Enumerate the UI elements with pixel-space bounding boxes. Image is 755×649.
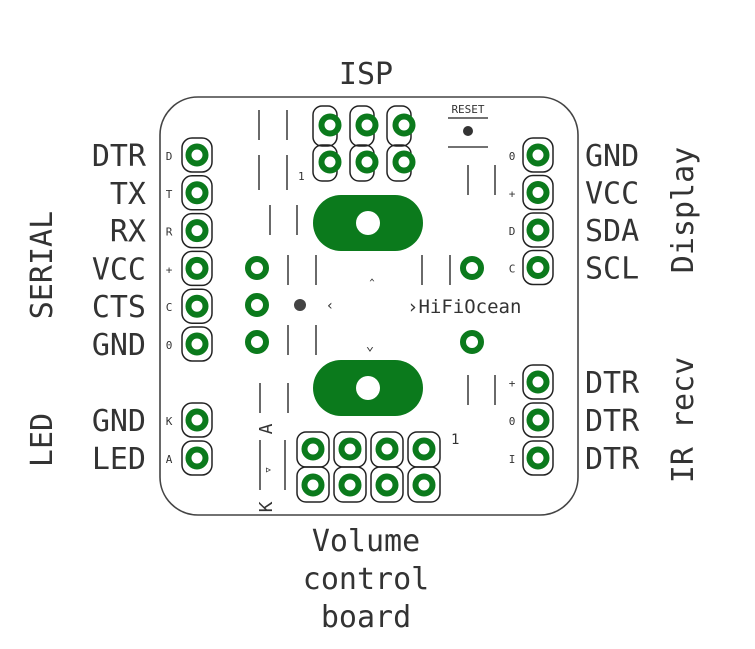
encoder-pad (245, 330, 269, 354)
encoder-left-mark: ‹ (326, 298, 334, 314)
serial-mark: D (166, 150, 173, 163)
display-label: SCL (585, 252, 639, 287)
led-mark: A (166, 453, 173, 466)
encoder-pad (245, 293, 269, 317)
led-label: GND (92, 404, 146, 439)
display-label: SDA (585, 214, 639, 249)
display-pin: 0 GND (509, 137, 639, 174)
passive-components (258, 110, 496, 413)
serial-pad (185, 332, 209, 356)
ir-pad (526, 370, 550, 394)
ir-pad (526, 446, 550, 470)
serial-pin: + VCC (92, 250, 213, 287)
isp-pin1-mark: 1 (298, 170, 305, 183)
serial-pin: D DTR (92, 137, 213, 174)
ir-pin: I DTR (509, 440, 640, 477)
isp-header (312, 105, 416, 182)
encoder-pad (460, 256, 484, 280)
display-pin: D SDA (509, 212, 639, 249)
serial-mark: 0 (166, 339, 173, 352)
display-group-label: Display (666, 147, 701, 273)
led-diode-symbol: ▿ (261, 466, 276, 474)
serial-mark: C (166, 301, 173, 314)
display-pad (526, 256, 550, 279)
led-polarity: A ▿ K (256, 423, 286, 512)
caption-line-1: Volume (312, 524, 420, 559)
display-pin: C SCL (509, 249, 639, 287)
serial-label: GND (92, 328, 146, 363)
ir-label: DTR (585, 404, 640, 439)
display-label: VCC (585, 177, 639, 212)
display-mark: C (509, 263, 516, 276)
brand-label: ›HiFiOcean (407, 296, 521, 318)
volume-pin1-mark: 1 (451, 432, 459, 448)
serial-mark: + (166, 263, 173, 276)
serial-pad (185, 256, 209, 280)
encoder-up-mark: ‸ (370, 266, 375, 282)
volume-header (296, 431, 441, 503)
encoder-pad (460, 330, 484, 354)
serial-label: VCC (92, 252, 146, 287)
ir-group-label: IR recv (666, 357, 701, 483)
display-mark: 0 (509, 150, 516, 163)
display-pad (526, 218, 550, 242)
led-pin: K GND (92, 402, 213, 439)
caption-line-2: control (303, 562, 429, 597)
ir-pad (526, 408, 550, 432)
ir-pin: 0 DTR (509, 402, 640, 439)
reset-button[interactable] (463, 126, 473, 136)
ir-mark: 0 (509, 415, 516, 428)
led-pad (185, 446, 209, 470)
serial-label: DTR (92, 139, 147, 174)
board-outline (159, 96, 579, 516)
led-label: LED (92, 442, 146, 477)
serial-group-label: SERIAL (25, 211, 60, 319)
serial-pad (185, 181, 209, 205)
led-mark: K (166, 415, 173, 428)
serial-pin: R RX (110, 212, 213, 250)
serial-label: TX (110, 177, 146, 212)
display-mark: + (509, 188, 516, 201)
led-pin: A LED (92, 440, 213, 477)
caption-line-3: board (321, 600, 411, 635)
display-label: GND (585, 139, 639, 174)
reset-label: RESET (451, 103, 484, 116)
serial-pin: 0 GND (92, 326, 213, 363)
isp-title: ISP (339, 57, 393, 92)
display-pad (526, 143, 550, 167)
serial-pad (185, 219, 209, 243)
ir-mark: + (509, 377, 516, 390)
serial-label: RX (110, 215, 146, 250)
ir-pin: + DTR (509, 364, 640, 401)
serial-mark: R (166, 226, 173, 239)
encoder-pad (245, 256, 269, 280)
ir-label: DTR (585, 442, 640, 477)
display-pin: + VCC (509, 174, 639, 212)
encoder-down-mark: ⌄ (366, 338, 374, 354)
ir-label: DTR (585, 366, 640, 401)
serial-pad (185, 143, 209, 167)
ir-mark: I (509, 453, 516, 466)
serial-mark: T (166, 188, 173, 201)
led-group-label: LED (25, 413, 60, 467)
serial-pin: T TX (110, 175, 213, 212)
serial-pin: C CTS (92, 288, 213, 325)
serial-pad (185, 294, 209, 318)
led-pad (185, 408, 209, 432)
serial-label: CTS (92, 290, 146, 325)
display-mark: D (509, 225, 516, 238)
led-anode-mark: A (256, 423, 277, 434)
encoder-dot (294, 299, 306, 311)
display-pad (526, 181, 550, 204)
led-cathode-mark: K (256, 501, 277, 512)
